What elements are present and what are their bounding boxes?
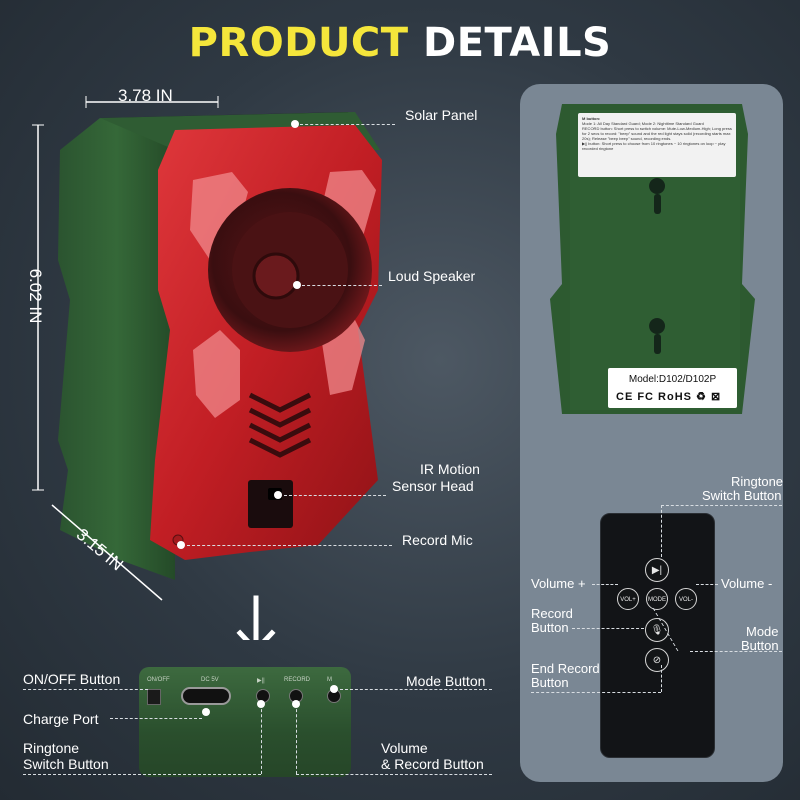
- dim-width-label: 3.78 IN: [118, 86, 173, 105]
- tag-record: RECORD: [284, 677, 311, 683]
- volume-dot: [292, 700, 300, 708]
- ringtone-leader-h: [23, 774, 261, 775]
- solar-panel-leader: [300, 124, 395, 125]
- back-instruction-label: M button: Mode 1: All Day Standard Guard…: [578, 113, 736, 177]
- title-main: DETAILS: [423, 20, 612, 66]
- remote-ringtone-label-2: Switch Button: [702, 488, 782, 503]
- speaker-dot: [293, 281, 301, 289]
- back-label-line4: ▶|| button: Short press to choose from 1…: [582, 141, 726, 151]
- charge-port[interactable]: [181, 687, 231, 705]
- ringtone-label-2: Switch Button: [23, 756, 109, 772]
- speaker-leader: [302, 285, 382, 286]
- mode-dot: [330, 685, 338, 693]
- page-title: PRODUCT DETAILS: [0, 20, 800, 66]
- record-mic-dot: [177, 541, 185, 549]
- onoff-leader: [23, 689, 148, 690]
- record-mic-label: Record Mic: [402, 532, 473, 548]
- ir-sensor-leader: [284, 495, 386, 496]
- charge-port-label: Charge Port: [23, 711, 99, 727]
- onoff-label: ON/OFF Button: [23, 671, 121, 687]
- remote-mode-button[interactable]: MODE: [646, 588, 668, 610]
- remote-vol-plus-button[interactable]: VOL+: [617, 588, 639, 610]
- remote-record-label-1: Record: [531, 606, 573, 621]
- ringtone-dot: [257, 700, 265, 708]
- remote-end-record-button[interactable]: ⊘: [645, 648, 669, 672]
- light-pod-bl: [193, 330, 240, 418]
- mode-label: Mode Button: [406, 673, 486, 689]
- remote-ringtone-leader-v: [661, 505, 662, 557]
- volume-label-2: & Record Button: [381, 756, 484, 772]
- solar-panel-dot: [291, 120, 299, 128]
- remote-mode-leader: [690, 651, 782, 652]
- remote-ringtone-leader-h: [661, 505, 782, 506]
- volume-label-1: Volume: [381, 740, 428, 756]
- remote-end-label-1: End Record: [531, 661, 600, 676]
- remote-record-button[interactable]: 🎙: [645, 618, 669, 642]
- remote-volume-plus-leader: [592, 584, 618, 585]
- loud-speaker-label: Loud Speaker: [388, 268, 476, 284]
- remote-volume-minus-label: Volume -: [721, 576, 773, 591]
- remote-record-leader: [572, 628, 644, 629]
- remote-control: ▶| VOL+ MODE VOL- 🎙 ⊘: [600, 513, 715, 758]
- device-bottom-view: ON/OFF DC 5V ▶|| RECORD M: [139, 667, 351, 777]
- back-label-line1: M button:: [582, 116, 601, 121]
- record-mic-leader: [187, 545, 392, 546]
- ir-sensor-window: [248, 480, 293, 528]
- title-accent: PRODUCT: [188, 20, 409, 66]
- remote-mode-label-1: Mode: [746, 624, 779, 639]
- volume-leader-h: [296, 774, 492, 775]
- arrow-down-icon: [236, 595, 276, 640]
- remote-volume-plus-label: Volume +: [531, 576, 586, 591]
- model-number: Model:D102/D102P: [628, 374, 717, 385]
- remote-record-label-2: Button: [531, 620, 569, 635]
- tag-play: ▶||: [257, 678, 265, 684]
- charge-port-leader: [110, 718, 202, 719]
- certification-marks: CE FC RoHS ♻ ⊠: [616, 391, 722, 403]
- model-plate: Model:D102/D102P CE FC RoHS ♻ ⊠: [608, 368, 737, 408]
- main-device-illustration: [51, 112, 382, 640]
- depth-dim-line: [51, 504, 163, 601]
- tag-dc: DC 5V: [201, 677, 219, 683]
- remote-end-label-2: Button: [531, 675, 569, 690]
- mode-leader: [340, 689, 492, 690]
- tag-mode: M: [327, 677, 332, 683]
- device-green-body: [58, 118, 175, 580]
- volume-leader-v: [296, 704, 297, 774]
- remote-end-leader-h: [531, 692, 661, 693]
- remote-play-button[interactable]: ▶|: [645, 558, 669, 582]
- charge-port-dot: [202, 708, 210, 716]
- ir-sensor-dot: [274, 491, 282, 499]
- ringtone-leader-v: [261, 704, 262, 774]
- vent-grille: [248, 392, 312, 458]
- tag-onoff: ON/OFF: [147, 677, 170, 683]
- solar-panel-label: Solar Panel: [405, 107, 478, 123]
- dim-height-label: 6.02 IN: [26, 268, 45, 324]
- remote-mode-label-2: Button: [741, 638, 779, 653]
- remote-vol-minus-button[interactable]: VOL-: [675, 588, 697, 610]
- remote-volume-minus-leader: [696, 584, 718, 585]
- ir-motion-label-1: IR Motion: [420, 461, 480, 477]
- remote-ringtone-label-1: Ringtone: [731, 474, 784, 489]
- back-label-line3: RECORD button: Short press to switch vol…: [582, 126, 732, 141]
- remote-end-leader-v: [661, 665, 662, 692]
- onoff-switch[interactable]: [147, 689, 161, 705]
- ringtone-label-1: Ringtone: [23, 740, 80, 756]
- back-label-line2: Mode 1: All Day Standard Guard; Mode 2: …: [582, 121, 704, 126]
- ir-motion-label-2: Sensor Head: [392, 478, 474, 494]
